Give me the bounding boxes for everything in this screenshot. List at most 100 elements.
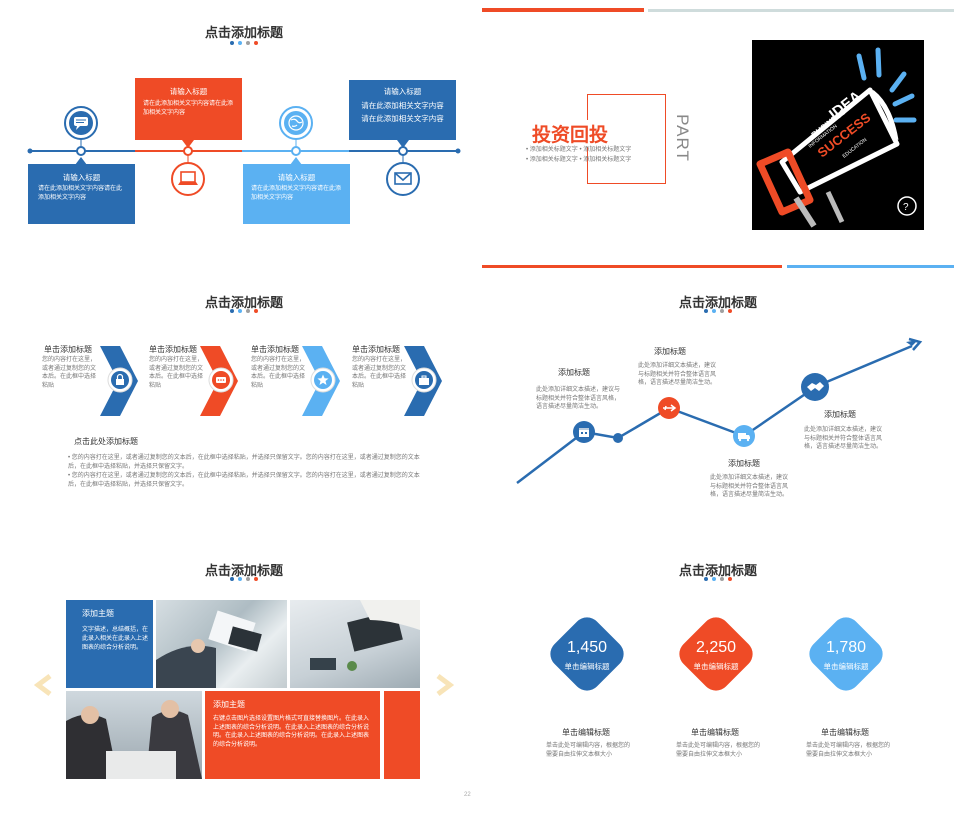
page-number: 22	[464, 792, 471, 798]
stat-value: 2,250	[695, 639, 737, 656]
stat-body: 单击此处可编辑内容，根据您的需要自由拉伸文本框大小	[546, 743, 631, 758]
slide-title: 点击添加标题	[204, 295, 283, 310]
slide-part-section: 投资回投 PART • 添加相关标题文字 • 添加相关标题文字 • 添加相关标题…	[482, 8, 954, 268]
calendar-icon	[573, 421, 595, 443]
topic-box-blue: 添加主题 文字描述，总结概括，在此录入相关在此录入上述图表的综合分析说明。	[66, 600, 153, 688]
point-body: 此处添加详细文本描述，建议与标题相关并符合整体语言风格，语言描述尽量简洁生动。	[710, 475, 789, 498]
prev-arrow-icon[interactable]	[34, 674, 54, 696]
box-heading: 请输入标题	[383, 87, 422, 96]
bullet-item: •	[526, 147, 530, 153]
point-heading: 添加标题	[654, 347, 686, 356]
box-body: 请在此添加相关文字内容	[361, 101, 444, 110]
point-body: 此处添加详细文本描述，建议与标题相关并符合整体语言风格，语言描述尽量简洁生动。	[536, 387, 621, 410]
top-bar-orange	[482, 8, 644, 12]
plane-icon	[658, 397, 680, 419]
stat-value: 1,780	[825, 639, 867, 656]
topic-body: 右键点击图片选择设置图片格式可直接替换图片。在此录入上述图表的综合分析说明。在此…	[213, 716, 370, 748]
meeting-photo	[66, 691, 202, 779]
topic-heading: 添加主题	[82, 609, 114, 618]
bottom-bar-blue	[787, 265, 954, 268]
point-heading: 添加标题	[558, 368, 590, 377]
step-heading: 单击添加标题	[251, 345, 299, 354]
box-pointer	[397, 140, 409, 148]
slide-process-steps: 点击添加标题 单击添加标题 您的内容打在这里，或者通过复制您的文本后。在此框中选…	[8, 276, 480, 536]
stat-heading: 单击编辑标题	[691, 728, 739, 737]
briefcase-icon	[411, 367, 437, 393]
box-heading: 请输入标题	[169, 87, 208, 96]
star-icon	[310, 367, 336, 393]
slide-title: 点击添加标题	[204, 25, 283, 40]
step-body: 您的内容打在这里，或者通过复制您的文本后。在此框中选择粘贴	[42, 357, 97, 389]
stat-label: 单击编辑标题	[823, 662, 869, 671]
chat-bubble-icon	[64, 106, 98, 140]
title-dots	[704, 309, 732, 313]
title-dots	[230, 309, 258, 313]
office-photo-2	[290, 600, 420, 688]
bullet-list: • 添加相关标题文字 • 添加相关标题文字 • 添加相关标题文字 • 添加相关标…	[526, 147, 632, 163]
box-body: 请在此添加相关文字内容请在此添加相关文字内容	[143, 101, 234, 116]
box-body: 请在此添加相关文字内容请在此添加相关文字内容	[38, 186, 123, 201]
timeline-box-4: 请输入标题 请在此添加相关文字内容 请在此添加相关文字内容	[349, 80, 456, 140]
box-pointer	[290, 157, 302, 165]
step-chevrons	[100, 346, 442, 416]
point-body: 此处添加详细文本描述，建议与标题相关并符合整体语言风格，语言描述尽量简洁生动。	[804, 427, 883, 450]
part-label: PART	[673, 114, 692, 162]
envelope-icon	[386, 162, 420, 196]
title-dots	[704, 577, 732, 581]
lock-icon	[107, 367, 133, 393]
stat-label: 单击编辑标题	[693, 662, 739, 671]
stat-label: 单击编辑标题	[564, 662, 610, 671]
box-pointer	[75, 157, 87, 165]
point-heading: 添加标题	[728, 459, 760, 468]
step-body: 您的内容打在这里，或者通过复制您的文本后。在此框中选择粘贴	[149, 357, 204, 389]
point-body: 此处添加详细文本描述，建议与标题相关并符合整体语言风格，语言描述尽量简洁生动。	[638, 363, 717, 386]
slide-stats: 点击添加标题 1,450 单击编辑标题 2,250 单击编辑标题 1,780 单…	[482, 546, 954, 806]
step-body: 您的内容打在这里，或者通过复制您的文本后。在此框中选择粘贴	[251, 357, 306, 389]
paragraph: • 您的内容打在这里，或者通过复制您的文本后，在此框中选择粘贴，并选择只保留文字…	[68, 473, 420, 488]
box-body: 请在此添加相关文字内容	[361, 114, 444, 123]
stat-diamonds	[550, 617, 883, 691]
slide-title: 点击添加标题	[204, 563, 283, 578]
timeline-line	[27, 139, 461, 162]
box-pointer	[182, 140, 194, 148]
step-heading: 单击添加标题	[352, 345, 400, 354]
slide-timeline: 点击添加标题	[8, 8, 480, 268]
handshake-icon	[801, 373, 829, 401]
point-heading: 添加标题	[824, 410, 856, 419]
svg-text:?: ?	[903, 202, 909, 213]
orange-bar	[384, 691, 420, 779]
topic-heading: 添加主题	[213, 700, 245, 709]
box-body: 请在此添加相关文字内容请在此添加相关文字内容	[251, 186, 342, 201]
box-heading: 请输入标题	[277, 173, 316, 182]
bottom-bar-orange	[482, 265, 782, 268]
megaphone-image: BUSINESS IDEA SUCCESS INFORMATION EDUCAT…	[752, 40, 924, 230]
stat-value: 1,450	[566, 639, 608, 656]
topic-body: 文字描述，总结概括，在此录入相关在此录入上述图表的综合分析说明。	[82, 627, 149, 651]
box-heading: 请输入标题	[62, 173, 101, 182]
title-dots	[230, 577, 258, 581]
office-photo-1	[156, 600, 287, 688]
timeline-box-3: 请输入标题 请在此添加相关文字内容请在此添加相关文字内容	[243, 164, 350, 224]
stat-heading: 单击编辑标题	[562, 728, 610, 737]
topic-box-orange: 添加主题 右键点击图片选择设置图片格式可直接替换图片。在此录入上述图表的综合分析…	[205, 691, 380, 779]
truck-icon	[733, 425, 755, 447]
step-heading: 单击添加标题	[149, 345, 197, 354]
slide-photo-grid: 点击添加标题 添加主题 文字描述，总结概括，在此录入相关在此录入上述图表的综合分…	[8, 546, 480, 806]
slide-growth-line: 点击添加标题 添加标题 此处添加详细文本描述，建议与标题相关并符合整体语言风格，…	[482, 276, 954, 536]
top-bar-gray	[648, 9, 954, 12]
step-body: 您的内容打在这里，或者通过复制您的文本后。在此框中选择粘贴	[352, 357, 407, 389]
paragraph: • 您的内容打在这里，或者通过复制您的文本后，在此框中选择粘贴，并选择只保留文字…	[68, 455, 420, 470]
section-title: 投资回投	[530, 120, 611, 147]
step-heading: 单击添加标题	[44, 345, 92, 354]
title-dots	[230, 41, 258, 45]
laptop-icon	[171, 162, 205, 196]
next-arrow-icon[interactable]	[434, 674, 454, 696]
chat-dots-icon	[208, 367, 234, 393]
stat-body: 单击此处可编辑内容，根据您的需要自由拉伸文本框大小	[806, 743, 891, 758]
stat-body: 单击此处可编辑内容，根据您的需要自由拉伸文本框大小	[676, 743, 761, 758]
section-heading: 点击此处添加标题	[74, 437, 138, 446]
timeline-box-1: 请输入标题 请在此添加相关文字内容请在此添加相关文字内容	[28, 164, 135, 224]
timeline-box-2: 请输入标题 请在此添加相关文字内容请在此添加相关文字内容	[135, 78, 242, 140]
slide-title: 点击添加标题	[678, 295, 757, 310]
stat-heading: 单击编辑标题	[821, 728, 869, 737]
